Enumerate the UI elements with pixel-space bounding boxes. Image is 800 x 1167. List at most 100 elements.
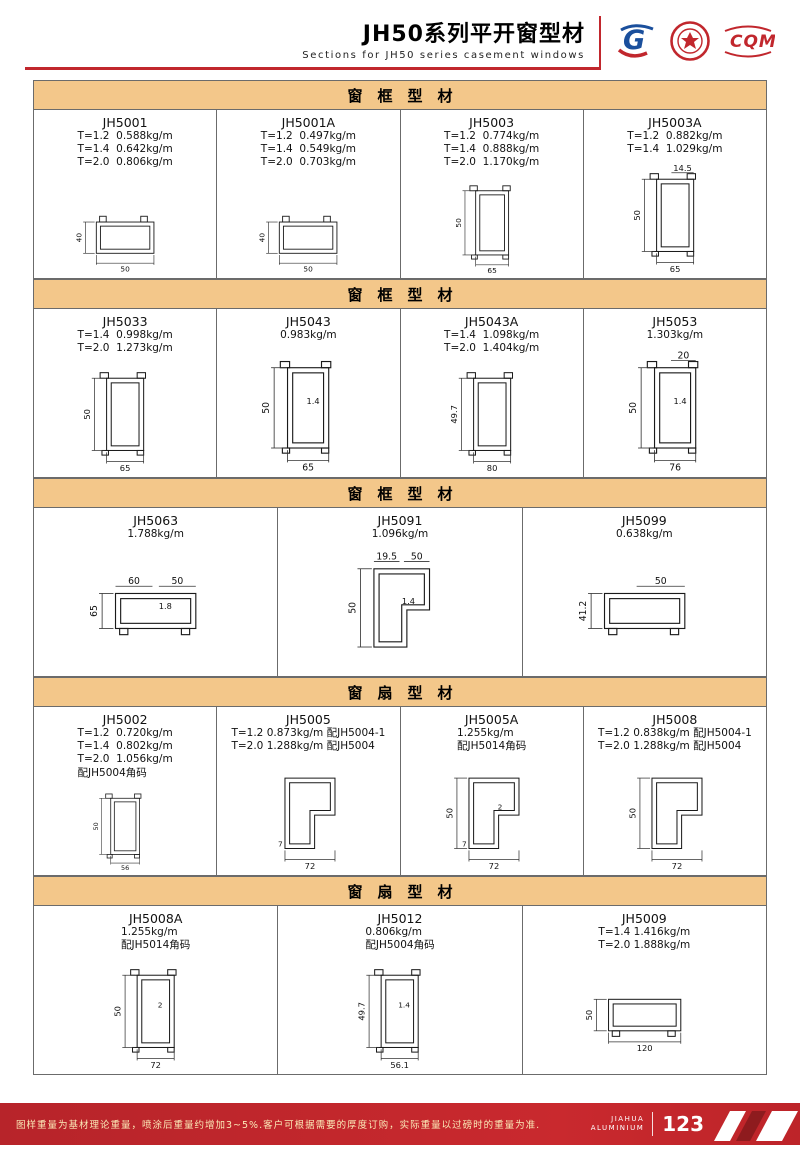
spec-line: T=2.0 1.288kg/m 配JH5004 — [597, 740, 742, 753]
dim-top-label: 20 — [677, 351, 689, 362]
spec-line: T=2.0 1.404kg/m — [444, 342, 540, 355]
footer-brand-line2: ALUMINIUM — [590, 1124, 645, 1132]
dim-bottom-label: 50 — [120, 264, 130, 273]
footer-arrows-icon — [714, 1111, 798, 1141]
profile-specs: 1.096kg/m — [372, 528, 429, 541]
dim-left-label: 50 — [82, 409, 92, 420]
cert-logo-seal-icon — [669, 20, 711, 62]
section-title-bar: 窗框型材 — [33, 478, 767, 508]
spec-line: 配JH5004角码 — [77, 766, 147, 779]
footer-brand-line1: JIAHUA — [611, 1115, 645, 1124]
profile-drawing: 49.756.11.4 — [357, 969, 421, 1070]
section-title: 窗框型材 — [347, 87, 468, 105]
spec-line: T=1.4 0.998kg/m — [77, 329, 173, 341]
profile-model: JH5003 — [469, 115, 515, 130]
spec-line: T=1.2 0.774kg/m — [444, 130, 540, 142]
svg-text:G: G — [623, 25, 645, 56]
profile-specs: 1.788kg/m — [127, 528, 184, 541]
dim-left-label: 50 — [348, 602, 359, 614]
header-text-block: JH50系列平开窗型材 Sections for JH50 series cas… — [25, 16, 599, 70]
dim-bottom-label: 65 — [120, 463, 131, 473]
spec-line: 配JH5014角码 — [121, 939, 191, 952]
section-title-bar: 窗框型材 — [33, 279, 767, 309]
spec-line: T=1.2 0.873kg/m 配JH5004-1 — [231, 727, 386, 739]
spec-line: T=1.4 1.416kg/m — [598, 926, 691, 938]
footer-note: 图样重量为基材理论重量，喷涂后重量约增加3~5%.客户可根据需要的厚度订购，实际… — [16, 1120, 541, 1131]
dim-left-label: 50 — [632, 210, 642, 221]
dim-left-label: 50 — [584, 1010, 594, 1021]
dim-bottom-label: 56.1 — [391, 1060, 410, 1070]
profile-drawing: 41.250 — [578, 576, 686, 636]
spec-line: 0.983kg/m — [280, 329, 337, 341]
profile-model: JH5001A — [281, 115, 336, 130]
profile-model: JH5005A — [464, 712, 519, 727]
profile-model: JH5053 — [652, 314, 698, 329]
dim-left-label: 50 — [92, 822, 100, 830]
spec-line: T=2.0 1.273kg/m — [77, 342, 173, 355]
dim-bottom-label: 56 — [121, 864, 129, 872]
header-logos: G CQM — [599, 16, 775, 70]
profile-model: JH5008A — [128, 911, 183, 926]
spec-line: 1.788kg/m — [127, 528, 184, 540]
dim-bottom-label: 72 — [488, 861, 499, 871]
dim-top-label: 60 — [128, 576, 140, 587]
spec-line: 配JH5004角码 — [365, 939, 435, 952]
page-title: JH50系列平开窗型材 — [362, 22, 585, 47]
spec-line: 配JH5014角码 — [457, 740, 527, 753]
dim-left-label: 40 — [258, 232, 267, 242]
spec-line: 0.806kg/m — [365, 926, 422, 938]
spec-line: 1.255kg/m — [457, 727, 514, 739]
profile-model: JH5002 — [102, 712, 148, 727]
spec-line: T=2.0 0.806kg/m — [77, 156, 173, 169]
dim-bottom-label: 50 — [304, 264, 314, 273]
section-title: 窗扇型材 — [347, 883, 468, 901]
profile-model: JH5043A — [464, 314, 519, 329]
dim-inner-label: 1.4 — [307, 396, 320, 406]
dim-inner-label: 1.4 — [402, 596, 415, 606]
profile-model: JH5099 — [621, 513, 667, 528]
spec-line: 0.638kg/m — [616, 528, 673, 540]
dim-top-label: 14.5 — [673, 163, 692, 173]
spec-line: T=1.2 0.497kg/m — [260, 130, 356, 142]
profile-model: JH5012 — [377, 911, 423, 926]
profile-specs: 0.983kg/m — [280, 329, 337, 342]
profile-drawing: 50 120 — [584, 999, 681, 1054]
profile-drawing: 50 56 — [92, 793, 142, 872]
dim-bottom-label: 120 — [636, 1044, 652, 1054]
spec-line: T=1.4 0.642kg/m — [77, 143, 173, 156]
dim-inner-label: 1.4 — [673, 396, 686, 406]
profile-specs: 0.638kg/m — [616, 528, 673, 541]
dim-inner-label: 2 — [158, 1001, 163, 1010]
dim-inner-label: 2 — [497, 803, 502, 812]
dim-bottom-label: 72 — [305, 861, 316, 871]
dim-top2-label: 50 — [171, 576, 183, 587]
spec-line: T=1.2 0.588kg/m — [77, 130, 173, 142]
